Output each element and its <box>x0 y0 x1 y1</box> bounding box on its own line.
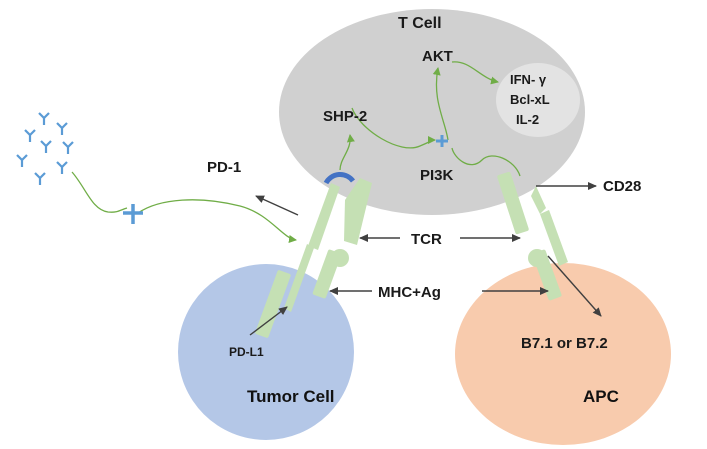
b7-pointer-arrow <box>547 255 602 317</box>
pd1-receptor-icon <box>308 183 340 250</box>
pdl1-ligand-icon <box>255 270 291 338</box>
pd1-label: PD-1 <box>207 159 241 176</box>
tcr-receptor-icon <box>531 186 546 214</box>
shp2-to-pi3k-line <box>351 107 436 149</box>
pdl1-label: PD-L1 <box>229 345 264 359</box>
akt-label: AKT <box>422 48 453 65</box>
pd1-pointer-arrow <box>255 195 299 216</box>
inhibition-cross-icon <box>123 204 143 224</box>
b7-ligand-icon <box>532 249 562 301</box>
mhc-ag-label: MHC+Ag <box>378 284 441 301</box>
cd28-label: CD28 <box>603 178 641 195</box>
pdl1-ligand-icon <box>284 244 314 312</box>
tcr-receptor-icon <box>344 178 372 245</box>
b7-ligand-icon <box>540 210 568 266</box>
akt-to-cytokines-line <box>451 61 499 85</box>
inhibition-cross-icon <box>436 135 448 147</box>
cytokine-bclxl-label: Bcl-xL <box>510 92 550 107</box>
b7-label: B7.1 or B7.2 <box>521 335 608 352</box>
mhc-ligand-icon <box>312 249 342 299</box>
shp2-label: SHP-2 <box>323 108 367 125</box>
pi3k-to-akt-line <box>432 67 449 141</box>
pd1-to-shp2-line <box>339 134 355 171</box>
t-cell-label: T Cell <box>398 15 442 32</box>
tcr-label: TCR <box>411 231 442 248</box>
pdl1-pointer-arrow <box>249 306 288 336</box>
apc-label: APC <box>583 387 619 406</box>
cd28-receptor-icon <box>497 171 529 235</box>
blocker-to-pd1-line <box>137 199 297 243</box>
pi3k-label: PI3K <box>420 167 454 184</box>
pd1-receptor-icon <box>323 172 356 185</box>
cytokine-bubble <box>496 63 580 137</box>
cytokine-ifng-label: IFN- γ <box>510 72 547 87</box>
cd28-to-pi3k-line <box>451 147 521 177</box>
antibody-icon <box>15 111 75 187</box>
tumor-cell-label: Tumor Cell <box>247 387 335 406</box>
apc-cell <box>455 263 671 445</box>
cytokine-il2-label: IL-2 <box>516 112 539 127</box>
t-cell <box>279 9 585 215</box>
antibody-to-blocker-line <box>71 171 128 213</box>
tumor-cell <box>178 264 354 440</box>
